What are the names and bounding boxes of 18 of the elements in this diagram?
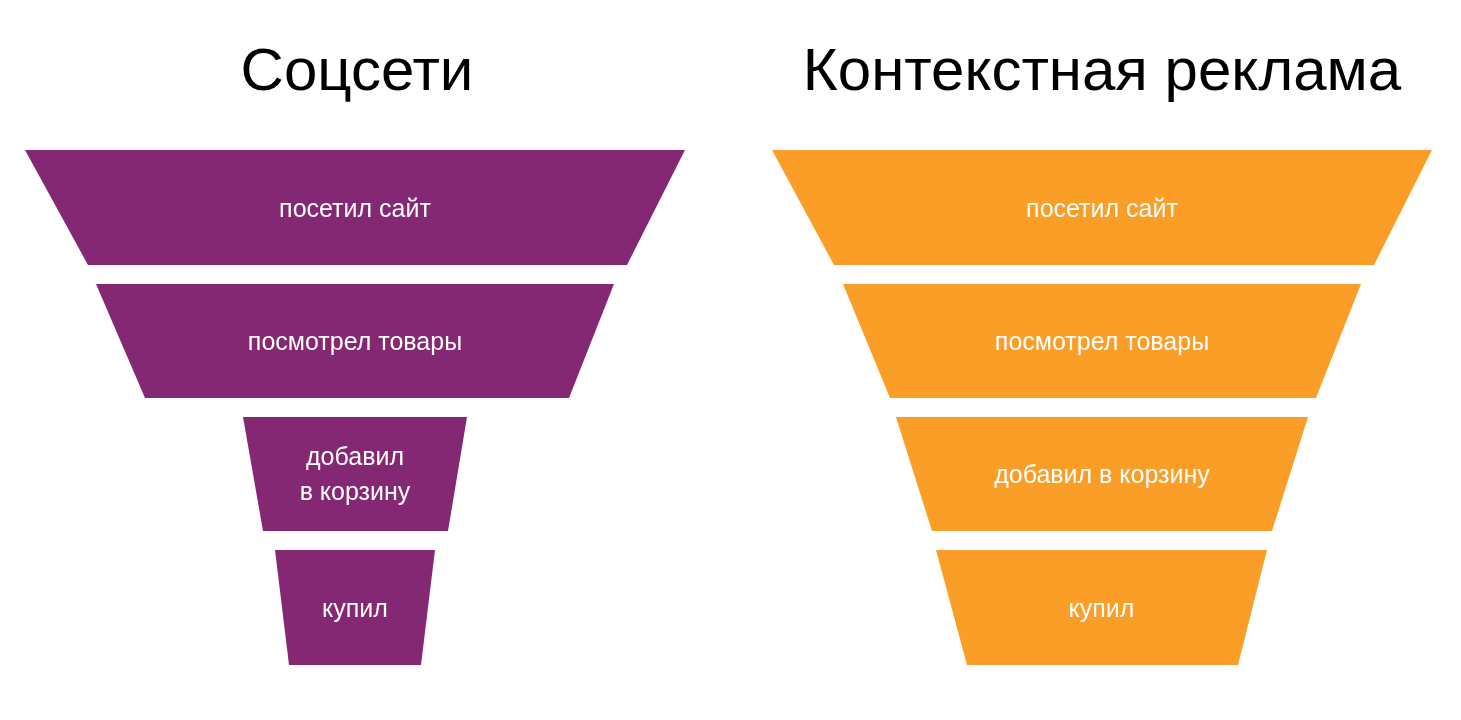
funnel-stage xyxy=(243,417,467,531)
funnel-stage xyxy=(843,284,1361,398)
stage-label: добавил в корзину xyxy=(298,441,412,507)
funnel-stage xyxy=(96,284,614,398)
funnel-stage xyxy=(772,150,1432,265)
funnel-stage xyxy=(936,550,1267,665)
stage-label: посетил сайт xyxy=(1025,192,1179,223)
stage-label: купил xyxy=(1067,592,1136,624)
stage-label: посетил сайт xyxy=(278,192,432,223)
funnel-stage xyxy=(25,150,685,265)
funnel-stage xyxy=(896,417,1308,531)
funnel-heading: Контекстная реклама xyxy=(802,40,1402,100)
stage-label: купил xyxy=(321,592,389,624)
stage-label: посмотрел товары xyxy=(993,325,1211,357)
funnel-stage xyxy=(275,550,435,665)
stage-label: добавил в корзину xyxy=(993,458,1211,490)
funnel-heading: Соцсети xyxy=(240,40,474,100)
stage-label: посмотрел товары xyxy=(246,325,464,357)
